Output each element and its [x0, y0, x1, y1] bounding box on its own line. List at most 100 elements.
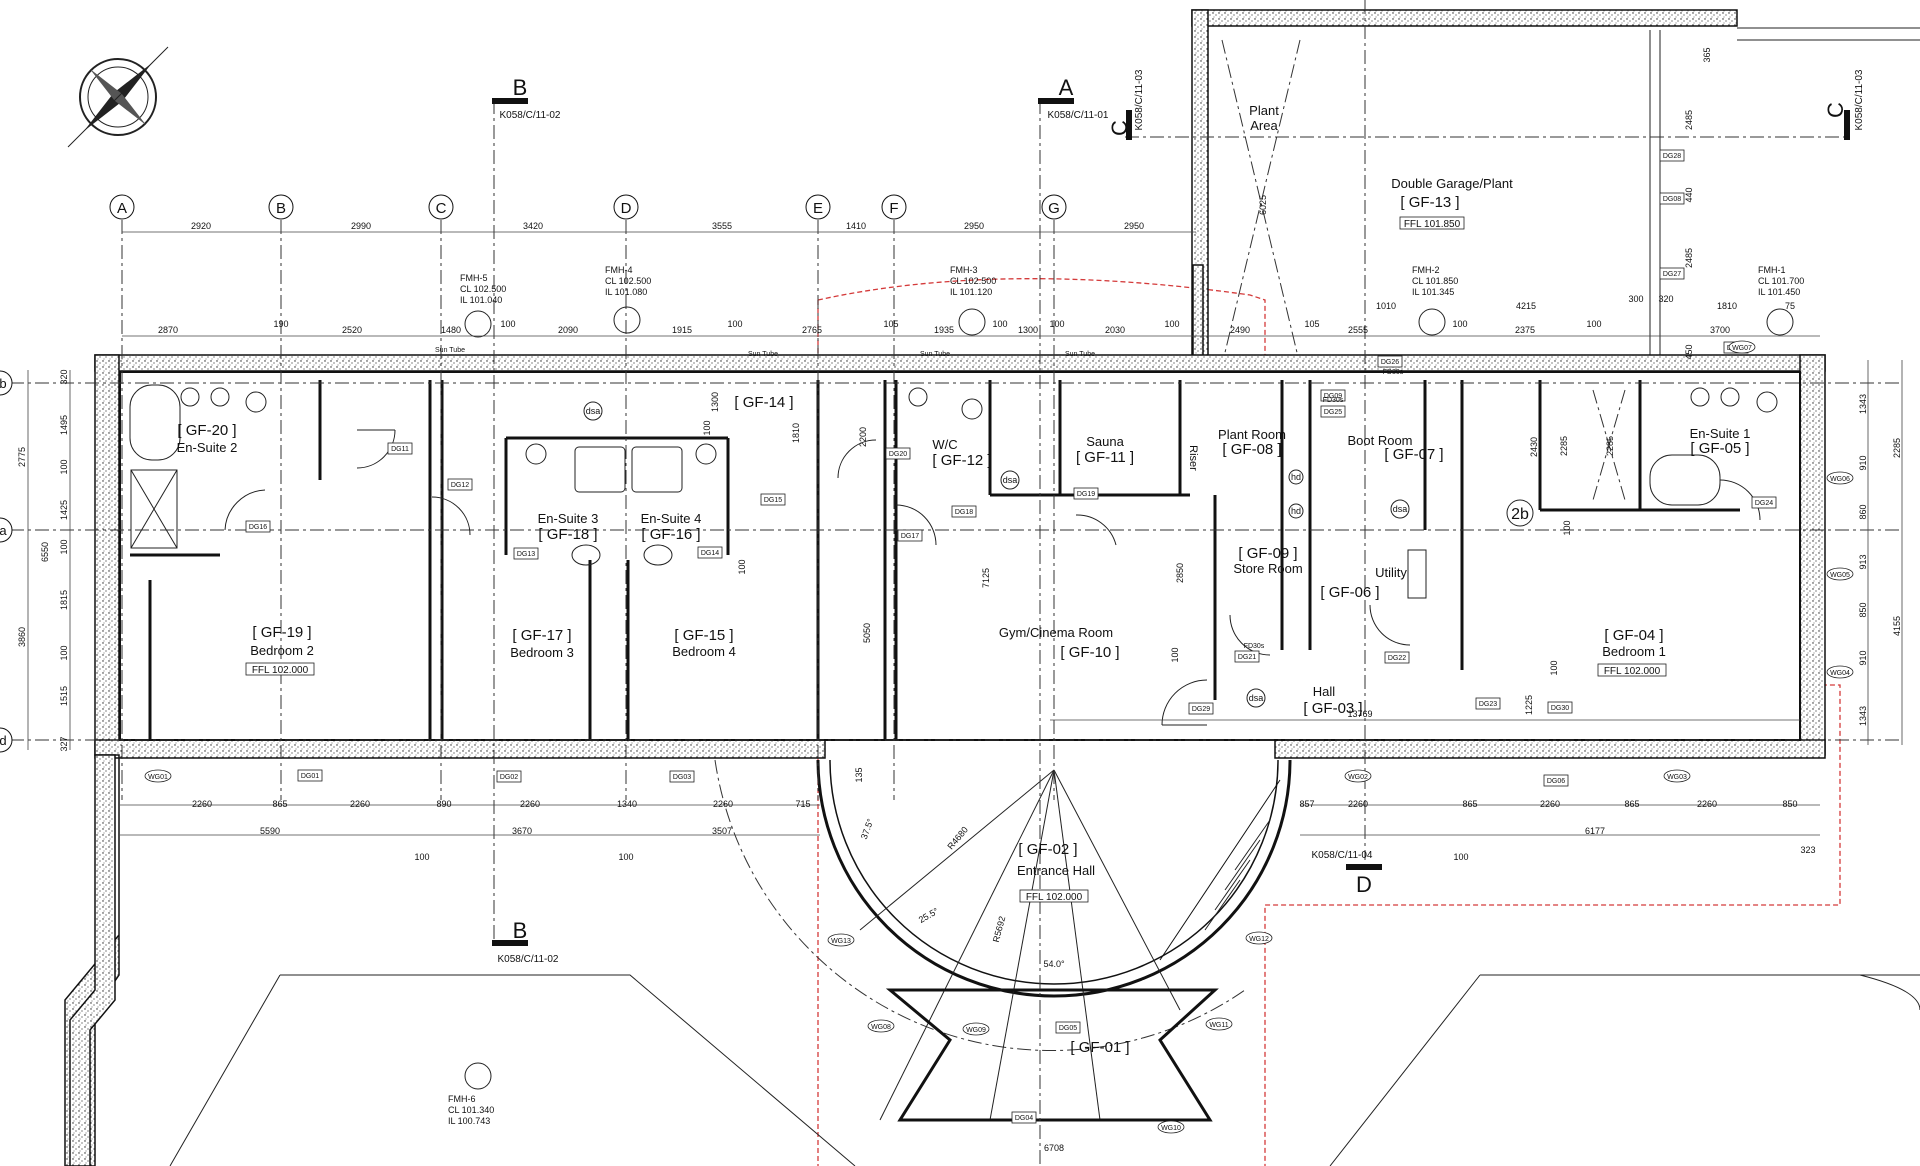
- plant-area-line2: Area: [1250, 118, 1278, 133]
- dim-365: 365: [1702, 47, 1712, 62]
- dim-2485-b: 2485: [1684, 248, 1694, 268]
- bottom-dimension-labels: 2260 865 2260 890 2260 1340 2260 715 857…: [192, 709, 1816, 862]
- hd-2: hd: [1291, 506, 1301, 516]
- dim-left-6: 1815: [59, 590, 69, 610]
- doors: [224, 429, 1761, 726]
- door-tag-dg27: DG27: [1663, 271, 1681, 278]
- window-tag-wg08: WG08: [871, 1024, 891, 1031]
- grid-row-label-a: a: [0, 523, 7, 538]
- dim-row2-23: 300: [1628, 294, 1643, 304]
- section-c-left-ref: K058/C/11-03: [1134, 69, 1145, 130]
- dim-top-6: 2950: [964, 221, 984, 231]
- room-gf08-id: [ GF-08 ]: [1222, 441, 1281, 458]
- dim-bot-2: 865: [272, 799, 287, 809]
- dim-row2-9: 2765: [802, 325, 822, 335]
- grid-label-f: F: [889, 200, 898, 217]
- room-gf05-id: [ GF-05 ]: [1690, 440, 1749, 457]
- room-gf02-name: Entrance Hall: [1017, 863, 1095, 878]
- door-tags: DG11 DG12 DG13 DG14 DG15 DG16 DG17 DG18 …: [245, 149, 1777, 1124]
- dim-bot-7: 2260: [713, 799, 733, 809]
- dim-440: 440: [1684, 187, 1694, 202]
- dim-bot-17: 3670: [512, 826, 532, 836]
- dim-top-5: 1410: [846, 221, 866, 231]
- angle-label-1: 37.5°: [859, 817, 876, 841]
- dim-row2-28: 1010: [1376, 301, 1396, 311]
- dim-bot-23: 100: [1453, 852, 1468, 862]
- room-gf13-name: Double Garage/Plant: [1391, 176, 1513, 191]
- radius-label-1: R4680: [945, 825, 970, 852]
- dim-left-9: 327: [59, 736, 69, 751]
- fd-tag-2: FD30s: [1244, 643, 1265, 650]
- second-dimension-labels: 2870 190 2520 1480 100 2090 1915 100 276…: [158, 294, 1795, 335]
- door-tag-dg14: DG14: [701, 550, 719, 557]
- room-gf17-id: [ GF-17 ]: [512, 627, 571, 644]
- interior-walls: [130, 380, 1740, 740]
- fmh2-name: FMH-2: [1412, 265, 1440, 275]
- section-c-left-letter: C: [1107, 120, 1132, 136]
- dim-top-1: 2920: [191, 221, 211, 231]
- room-gf07-name: Boot Room: [1347, 433, 1412, 448]
- room-gf03-name: Hall: [1313, 684, 1336, 699]
- dim-row2-25: 4215: [1516, 301, 1536, 311]
- room-gf08-name: Plant Room: [1218, 427, 1286, 442]
- dim-right-9: 4155: [1892, 616, 1902, 636]
- dim-row2-10: 105: [883, 319, 898, 329]
- door-tag-dg29: DG29: [1192, 706, 1210, 713]
- section-c-right-letter: C: [1823, 102, 1848, 118]
- dim-2285-b: 2285: [1605, 436, 1615, 456]
- dim-left-7: 100: [59, 645, 69, 660]
- fmh3-name: FMH-3: [950, 265, 978, 275]
- dim-bot-13: 865: [1624, 799, 1639, 809]
- dim-2485-a: 2485: [1684, 110, 1694, 130]
- sun-tube-4: Sun Tube: [1065, 351, 1095, 358]
- manhole-labels: FMH-5 CL 102.500 IL 101.040 FMH-4 CL 102…: [448, 265, 1804, 1126]
- door-tag-dg25: DG25: [1324, 409, 1342, 416]
- riser-label: Riser: [1187, 445, 1199, 471]
- window-tag-wg10: WG10: [1161, 1125, 1181, 1132]
- dim-100-a: 100: [702, 420, 712, 435]
- dim-2430: 2430: [1529, 437, 1539, 457]
- dim-2850: 2850: [1175, 563, 1185, 583]
- dim-100-c: 100: [1562, 520, 1572, 535]
- dim-bot-15: 850: [1782, 799, 1797, 809]
- dim-top-2: 2990: [351, 221, 371, 231]
- dim-row2-3: 2520: [342, 325, 362, 335]
- room-gf13-id: [ GF-13 ]: [1400, 194, 1459, 211]
- dim-left-1: 320: [59, 369, 69, 384]
- dim-bot-1: 2260: [192, 799, 212, 809]
- dim-bot-14: 2260: [1697, 799, 1717, 809]
- door-tag-dg08: DG08: [1663, 196, 1681, 203]
- sun-tube-2: Sun Tube: [748, 351, 778, 358]
- fmh4-cl: CL 102.500: [605, 276, 651, 286]
- room-gf20-name: En-Suite 2: [177, 440, 238, 455]
- dim-row2-18: 105: [1304, 319, 1319, 329]
- room-gf14-id: [ GF-14 ]: [734, 394, 793, 411]
- window-tag-wg02: WG02: [1348, 774, 1368, 781]
- room-gf09-id: [ GF-09 ]: [1238, 545, 1297, 562]
- dimension-lines: [27, 231, 1903, 836]
- fmh5-cl: CL 102.500: [460, 284, 506, 294]
- dim-row2-2: 190: [273, 319, 288, 329]
- fd-tag-3: FD30s: [1383, 369, 1404, 376]
- dim-left-11: 6550: [40, 542, 50, 562]
- dim-2200: 2200: [858, 427, 868, 447]
- window-tag-wg06: WG06: [1830, 476, 1850, 483]
- dim-row2-12: 100: [992, 319, 1007, 329]
- room-gf04-id: [ GF-04 ]: [1604, 627, 1663, 644]
- dim-135: 135: [854, 767, 864, 782]
- room-gf10-name: Gym/Cinema Room: [999, 625, 1113, 640]
- section-d-ref: K058/C/11-04: [1312, 850, 1373, 861]
- fmh6-il: IL 100.743: [448, 1116, 490, 1126]
- room-gf16-name: En-Suite 4: [641, 511, 702, 526]
- room-gf06-name: Utility: [1375, 565, 1407, 580]
- room-gf15-name: Bedroom 4: [672, 644, 736, 659]
- dim-row2-7: 1915: [672, 325, 692, 335]
- dim-right-6: 850: [1858, 602, 1868, 617]
- door-tag-dg04: DG04: [1015, 1115, 1033, 1122]
- dim-left-5: 100: [59, 539, 69, 554]
- dim-100-e: 100: [1170, 647, 1180, 662]
- dim-bot-19: 100: [414, 852, 429, 862]
- room-gf18-id: [ GF-18 ]: [538, 526, 597, 543]
- dim-right-8: 1343: [1858, 706, 1868, 726]
- dim-row2-22: 100: [1586, 319, 1601, 329]
